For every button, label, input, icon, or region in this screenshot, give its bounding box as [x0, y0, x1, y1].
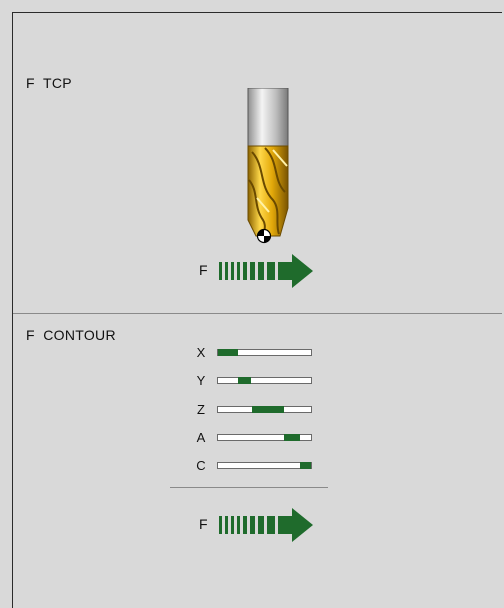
end-mill-tool-icon [247, 88, 289, 237]
axis-bar [217, 462, 312, 469]
axis-bar-fill [218, 349, 238, 356]
feed-arrow-icon [219, 254, 313, 288]
axis-bar-fill [238, 377, 251, 384]
tcp-panel-label: F TCP [26, 75, 72, 91]
contour-panel-label: F CONTOUR [26, 327, 116, 343]
panel-divider [13, 313, 502, 314]
axis-bar [217, 434, 312, 441]
axis-bar-fill [252, 406, 284, 413]
axis-bar-fill [300, 462, 311, 469]
contour-separator [170, 487, 328, 488]
axis-bar [217, 349, 312, 356]
feed-arrow-icon [219, 508, 313, 542]
contour-feed-label: F [199, 516, 208, 532]
tcp-feed-label: F [199, 262, 208, 278]
diagram-frame: F TCP F [12, 12, 502, 608]
axis-bar [217, 406, 312, 413]
axis-bar [217, 377, 312, 384]
axis-bar-fill [284, 434, 300, 441]
axis-letter: A [196, 430, 206, 445]
axis-letter: Y [196, 373, 206, 388]
axis-letter: C [196, 458, 206, 473]
axis-letter: X [196, 345, 206, 360]
axis-letter: Z [197, 402, 205, 417]
tool-center-point-icon [256, 228, 272, 244]
